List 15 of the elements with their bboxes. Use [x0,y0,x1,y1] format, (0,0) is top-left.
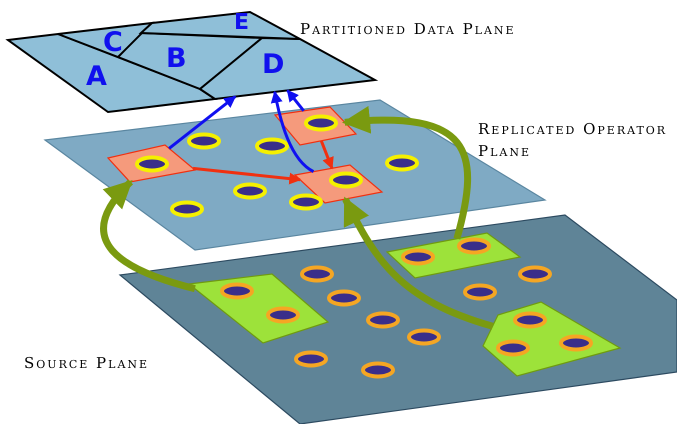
partition-letter: B [166,44,188,74]
flow-arrow [192,166,302,185]
flow-arrow [320,140,334,170]
partition-letter: E [234,12,250,34]
partition-letter: C [103,28,124,58]
flow-arrow [100,180,196,292]
flow-arrow [286,89,305,112]
partition-letter: D [262,50,286,80]
flow-arrow [342,196,494,330]
flow-arrow [342,106,472,240]
flow-arrow [270,90,314,173]
plane-label: Replicated Operator Plane [478,119,668,162]
plane-label: Partitioned Data Plane [300,19,517,40]
plane-label: Source Plane [24,353,150,374]
partition-letter: A [86,62,108,92]
